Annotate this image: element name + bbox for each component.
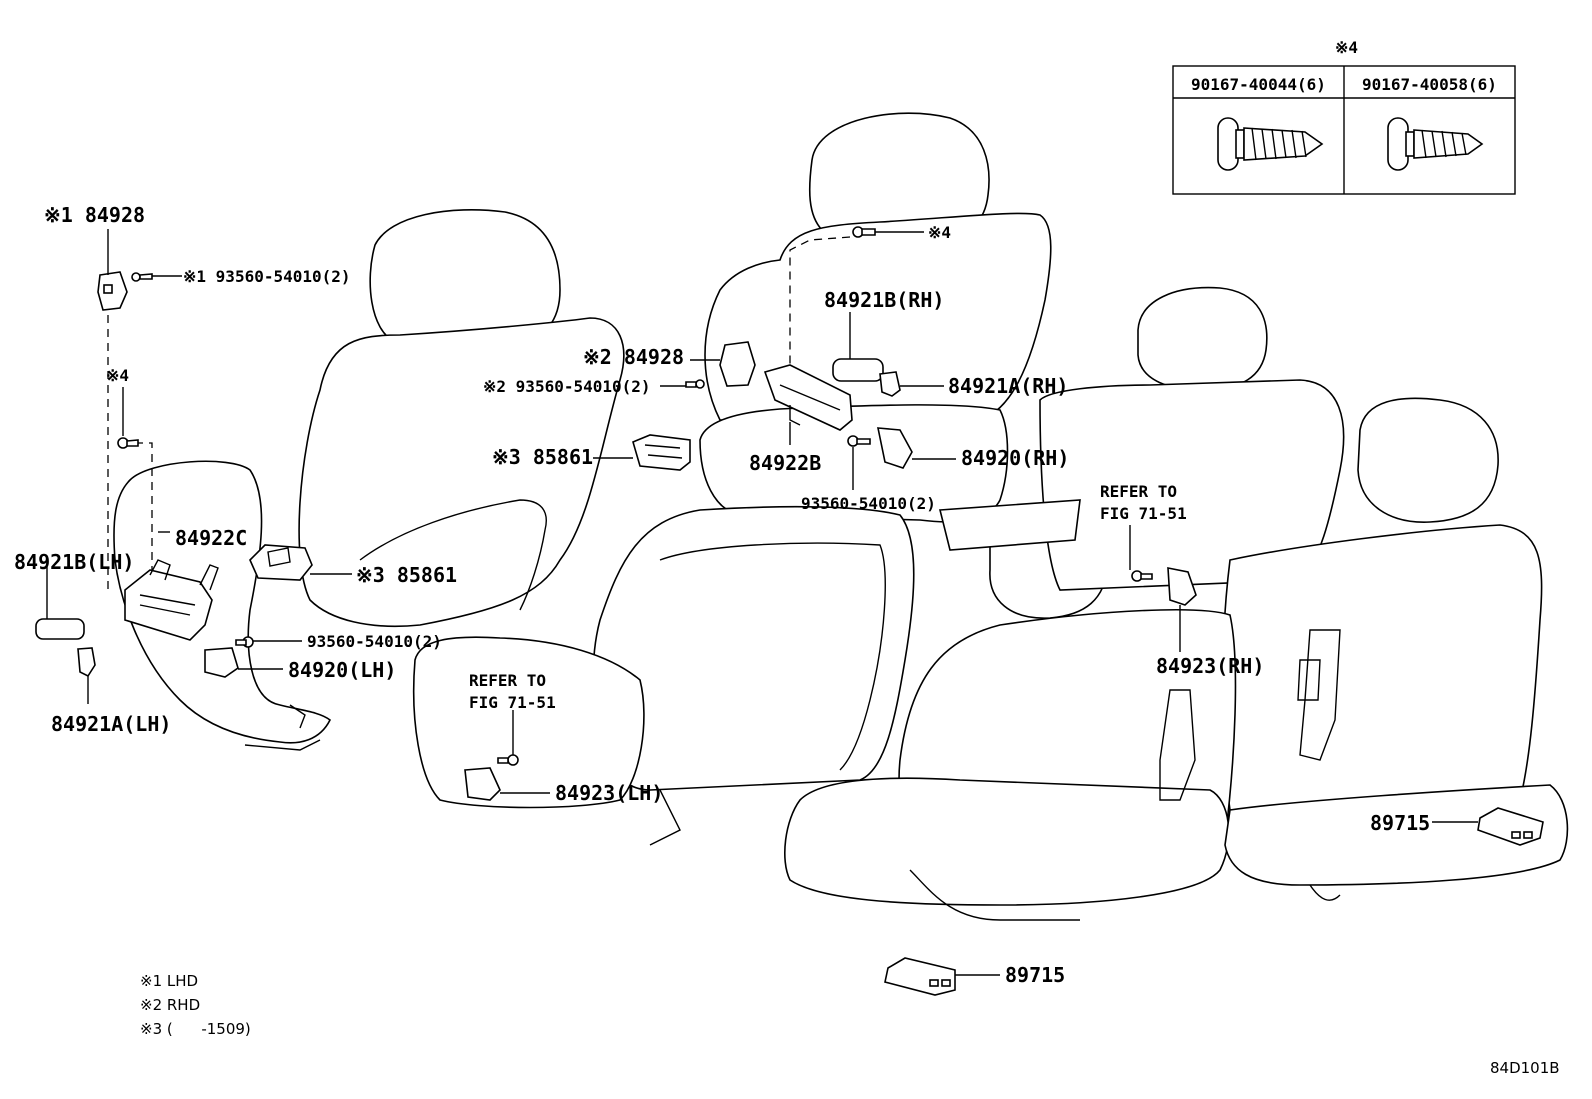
label-84921a-rh: 84921A(RH): [948, 374, 1068, 398]
label-89715-bottom: 89715: [1005, 963, 1065, 987]
bracket-84923-rh: [1167, 567, 1197, 606]
fastener-table: ※4 90167-40044(6) 90167-40058(6): [1172, 38, 1516, 195]
screw-icon: [131, 272, 153, 282]
label-a-84928: ※1 84928: [44, 203, 145, 227]
label-84923-lh: 84923(LH): [555, 781, 663, 805]
bracket-84923-lh: [464, 767, 501, 801]
cap-84921a-rh: [879, 371, 901, 397]
label-a-note4: ※4: [106, 366, 129, 385]
screw-icon: [1387, 117, 1484, 171]
screw-icon: [685, 379, 705, 389]
parts-group-84923-lh: [464, 710, 550, 801]
screw-icon: [117, 437, 139, 449]
screw-icon: [1217, 117, 1324, 171]
cap-84921a-lh: [77, 647, 96, 678]
screw-icon: [1131, 570, 1153, 582]
bracket-84920-rh: [876, 427, 913, 469]
screw-icon: [847, 435, 871, 447]
module-89715-right: [1432, 807, 1544, 846]
label-refer-d: REFER TO: [1100, 482, 1177, 501]
note-lhd: ※1 LHD: [140, 972, 198, 990]
parts-group-84923-rh: [1129, 525, 1197, 652]
label-84921b-lh: 84921B(LH): [14, 550, 134, 574]
switch-assembly-84922b: [763, 364, 853, 431]
label-85861-a: ※3 85861: [356, 563, 457, 587]
module-89715-bottom: [884, 957, 1000, 996]
label-93560-a: 93560-54010(2): [307, 632, 442, 651]
label-refer-c: REFER TO: [469, 671, 546, 690]
footnotes: ※1 LHD ※2 RHD ※3 ( -1509): [140, 972, 251, 1038]
label-84920-lh: 84920(LH): [288, 658, 396, 682]
callout-labels: ※1 84928 ※1 93560-54010(2) ※4 84922C 849…: [14, 203, 1430, 987]
label-84920-rh: 84920(RH): [961, 446, 1069, 470]
label-84921b-rh: 84921B(RH): [824, 288, 944, 312]
label-b-93560: ※2 93560-54010(2): [483, 377, 651, 396]
trim-84921b-rh: [832, 358, 884, 382]
label-a-93560: ※1 93560-54010(2): [183, 267, 351, 286]
label-84923-rh: 84923(RH): [1156, 654, 1264, 678]
parts-group-left: [35, 229, 352, 704]
label-b-84928: ※2 84928: [583, 345, 684, 369]
table-note-mark: ※4: [1335, 38, 1358, 57]
screw-icon: [497, 754, 519, 766]
label-85861-b: ※3 85861: [492, 445, 593, 469]
diagram-code: 84D101B: [1490, 1059, 1560, 1077]
bracket-84920-lh: [204, 647, 239, 678]
label-89715-right: 89715: [1370, 811, 1430, 835]
label-b-note4: ※4: [928, 223, 951, 242]
note-rhd: ※2 RHD: [140, 996, 200, 1014]
module-85861-middle: [632, 434, 691, 471]
label-93560-b: 93560-54010(2): [801, 494, 936, 513]
parts-group-middle: [593, 226, 956, 490]
module-85861-left: [249, 544, 313, 581]
switch-assembly-84922c: [124, 559, 219, 641]
table-col2-part: 90167-40058(6): [1362, 75, 1497, 94]
table-col1-part: 90167-40044(6): [1191, 75, 1326, 94]
screw-icon: [852, 226, 876, 238]
rear-seats: [784, 286, 1569, 921]
note-date: ※3 ( -1509): [140, 1020, 251, 1038]
trim-84921b-lh: [35, 618, 85, 640]
bracket-84928-b: [719, 341, 756, 387]
label-84921a-lh: 84921A(LH): [51, 712, 171, 736]
label-84922b: 84922B: [749, 451, 821, 475]
assembly-lines: [107, 236, 851, 590]
label-84922c: 84922C: [175, 526, 247, 550]
label-fig-c: FIG 71-51: [469, 693, 556, 712]
label-fig-d: FIG 71-51: [1100, 504, 1187, 523]
screw-icon: [235, 636, 254, 648]
